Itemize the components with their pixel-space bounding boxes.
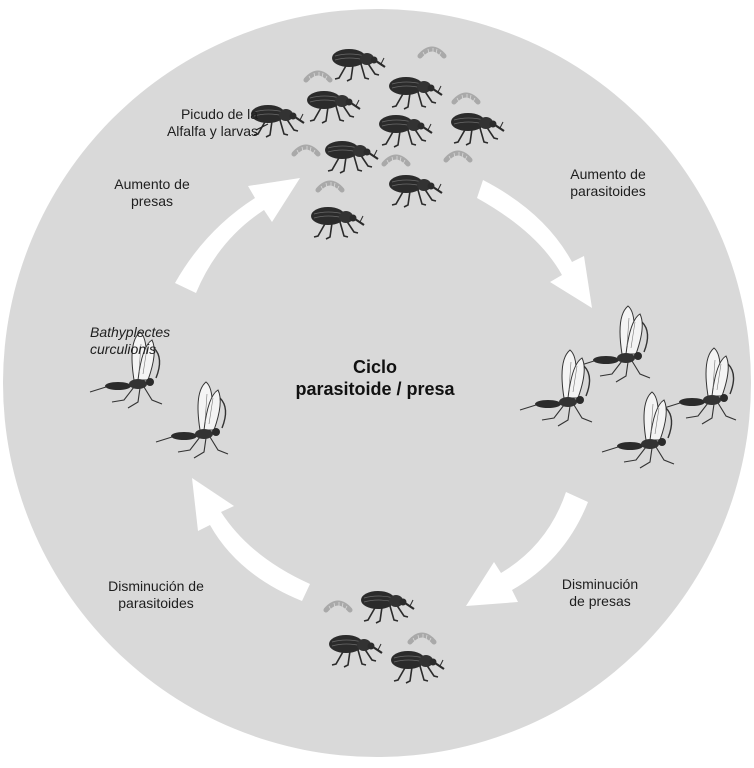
prey-increase-line1: Aumento de <box>114 176 190 192</box>
parasitoid-decrease-line1: Disminución de <box>108 578 204 594</box>
weevil-cluster-top <box>249 48 506 241</box>
prey-increase-line2: presas <box>130 193 174 209</box>
species-label-line1: Bathyplectes <box>90 324 171 340</box>
diagram-title-line1: Ciclo <box>352 357 397 377</box>
parasitoid-increase-line2: parasitoides <box>570 183 646 199</box>
arrow-parasitoid-increase <box>477 180 592 308</box>
diagram-title: Ciclo parasitoide / presa <box>250 356 500 400</box>
arrow-parasitoid-decrease <box>192 478 310 601</box>
species-label-line2: curculionis <box>90 341 157 357</box>
diagram-title-line2: parasitoide / presa <box>295 379 455 399</box>
arrow-prey-decrease <box>466 492 588 606</box>
cycle-arrows <box>175 178 592 606</box>
leader-line <box>255 123 269 131</box>
parasitoid-increase-line1: Aumento de <box>570 166 646 182</box>
weevil-label-line2: Alfalfa y larvas <box>166 123 258 139</box>
prey-decrease-label: Disminución de presas <box>548 576 652 610</box>
parasitoid-decrease-label: Disminución de parasitoides <box>88 578 224 612</box>
parasitoid-increase-label: Aumento de parasitoides <box>556 166 660 200</box>
prey-increase-label: Aumento de presas <box>96 176 208 210</box>
prey-decrease-line2: de presas <box>569 593 631 609</box>
parasitoid-decrease-line2: parasitoides <box>118 595 194 611</box>
weevil-label-line1: Picudo de la <box>180 106 258 122</box>
species-label: Bathyplectes curculionis <box>90 324 200 358</box>
cycle-background-circle <box>3 9 751 757</box>
weevil-label: Picudo de la Alfalfa y larvas <box>142 106 258 140</box>
arrow-prey-increase <box>175 178 300 293</box>
prey-decrease-line1: Disminución <box>561 576 639 592</box>
